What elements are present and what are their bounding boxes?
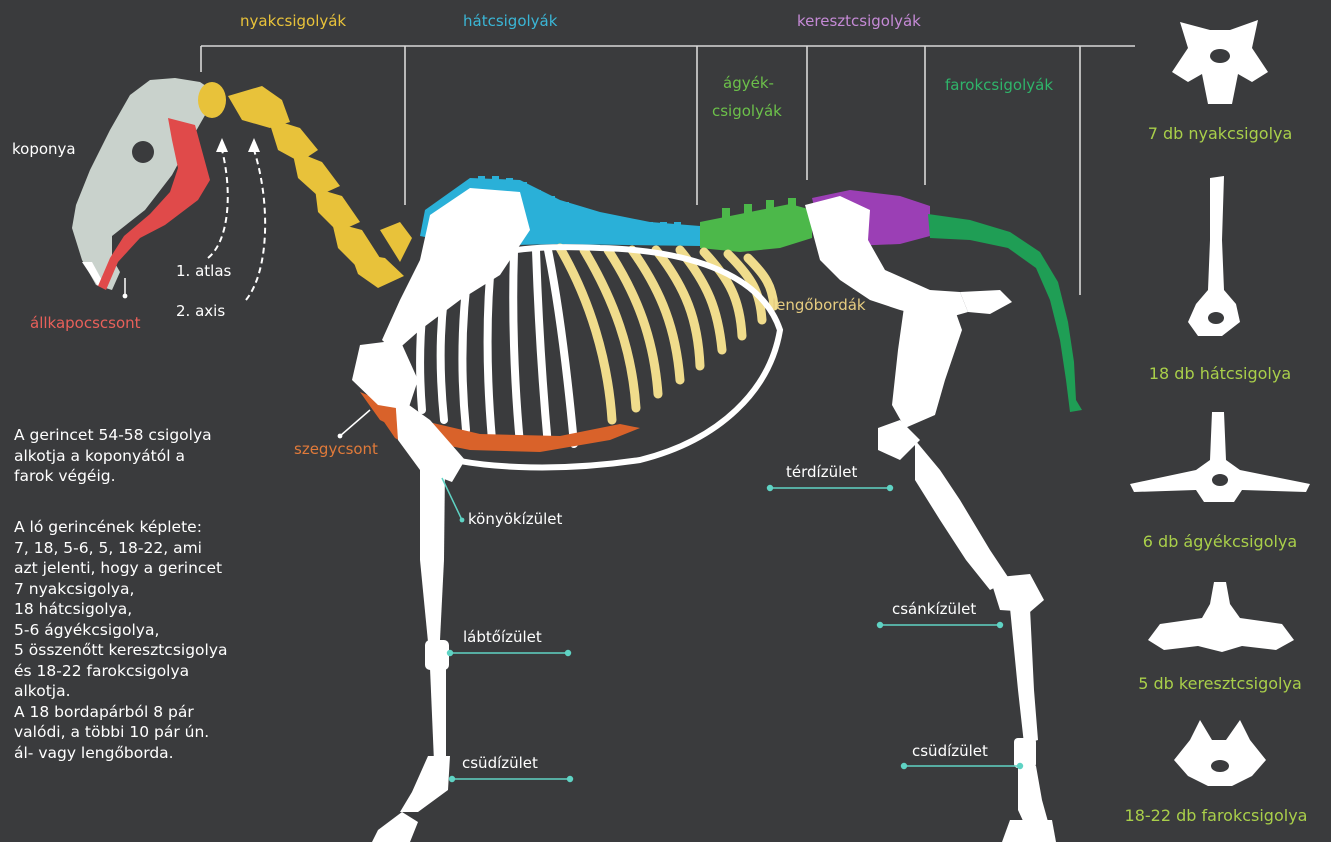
info-line: 7 nyakcsigolya, bbox=[14, 579, 228, 600]
info-line: 5-6 ágyékcsigolya, bbox=[14, 620, 228, 641]
elbow-pointer-dot bbox=[460, 518, 465, 523]
sternum-pointer bbox=[340, 410, 370, 436]
header-neck: nyakcsigolyák bbox=[240, 12, 346, 30]
ischium bbox=[960, 290, 1012, 314]
thoracic-vertebra-icon bbox=[1188, 176, 1240, 336]
info-line: 18 hátcsigolya, bbox=[14, 599, 228, 620]
info-line: alkotja. bbox=[14, 681, 228, 702]
info-line: farok végéig. bbox=[14, 466, 212, 487]
header-lumbar-line1: ágyék- bbox=[723, 74, 774, 92]
cervical-vertebra-icon bbox=[1172, 20, 1268, 104]
label-mandible: állkapocscsont bbox=[30, 314, 141, 332]
sacral-vertebra-icon bbox=[1148, 582, 1294, 652]
label-atlas: 1. atlas bbox=[176, 262, 231, 280]
neck-vertebrae bbox=[198, 82, 412, 288]
label-axis: 2. axis bbox=[176, 302, 225, 320]
header-sacral: keresztcsigolyák bbox=[797, 12, 921, 30]
info-line: ál- vagy lengőborda. bbox=[14, 743, 228, 764]
lumbar-vertebra-icon bbox=[1130, 412, 1310, 502]
header-tail: farokcsigolyák bbox=[945, 76, 1053, 94]
label-hock-joint: csánkízület bbox=[892, 600, 976, 618]
label-carpal-joint: lábtőízület bbox=[463, 628, 542, 646]
info-paragraph-2: A ló gerincének képlete: 7, 18, 5-6, 5, … bbox=[14, 517, 228, 763]
caudal-vertebra-icon bbox=[1174, 720, 1266, 786]
elbow-pointer bbox=[442, 478, 462, 520]
floating-ribs bbox=[560, 248, 774, 420]
label-rear-fetlock-joint: csüdízület bbox=[912, 742, 988, 760]
info-line: A ló gerincének képlete: bbox=[14, 517, 228, 538]
info-line: A gerincet 54-58 csigolya bbox=[14, 425, 212, 446]
label-floating-ribs: lengőbordák bbox=[772, 296, 866, 314]
scapula bbox=[382, 188, 530, 352]
sternum-pointer-dot bbox=[338, 434, 343, 439]
info-line: és 18-22 farokcsigolya bbox=[14, 661, 228, 682]
label-front-fetlock-joint: csüdízület bbox=[462, 754, 538, 772]
caption-thoracic: 18 db hátcsigolya bbox=[1110, 364, 1330, 383]
front-leg bbox=[352, 340, 465, 842]
header-lumbar-line2: csigolyák bbox=[712, 102, 782, 120]
arrow-heads bbox=[216, 138, 260, 152]
mandible-pointer-dot bbox=[123, 294, 128, 299]
label-knee-joint: térdízület bbox=[786, 463, 857, 481]
info-line: valódi, a többi 10 pár ún. bbox=[14, 722, 228, 743]
caption-caudal: 18-22 db farokcsigolya bbox=[1106, 806, 1326, 825]
info-line: 7, 18, 5-6, 5, 18-22, ami bbox=[14, 538, 228, 559]
label-skull: koponya bbox=[12, 140, 76, 158]
header-back: hátcsigolyák bbox=[463, 12, 557, 30]
label-sternum: szegycsont bbox=[294, 440, 378, 458]
caption-cervical: 7 db nyakcsigolya bbox=[1110, 124, 1330, 143]
caption-sacral: 5 db keresztcsigolya bbox=[1110, 674, 1330, 693]
info-line: A 18 bordapárból 8 pár bbox=[14, 702, 228, 723]
info-paragraph-1: A gerincet 54-58 csigolya alkotja a kopo… bbox=[14, 425, 212, 487]
caption-lumbar: 6 db ágyékcsigolya bbox=[1110, 532, 1330, 551]
rear-leg bbox=[878, 296, 1056, 842]
label-elbow-joint: könyökízület bbox=[468, 510, 562, 528]
info-line: 5 összenőtt keresztcsigolya bbox=[14, 640, 228, 661]
info-line: azt jelenti, hogy a gerincet bbox=[14, 558, 228, 579]
lumbar-vertebrae bbox=[700, 198, 812, 252]
info-line: alkotja a koponyától a bbox=[14, 446, 212, 467]
